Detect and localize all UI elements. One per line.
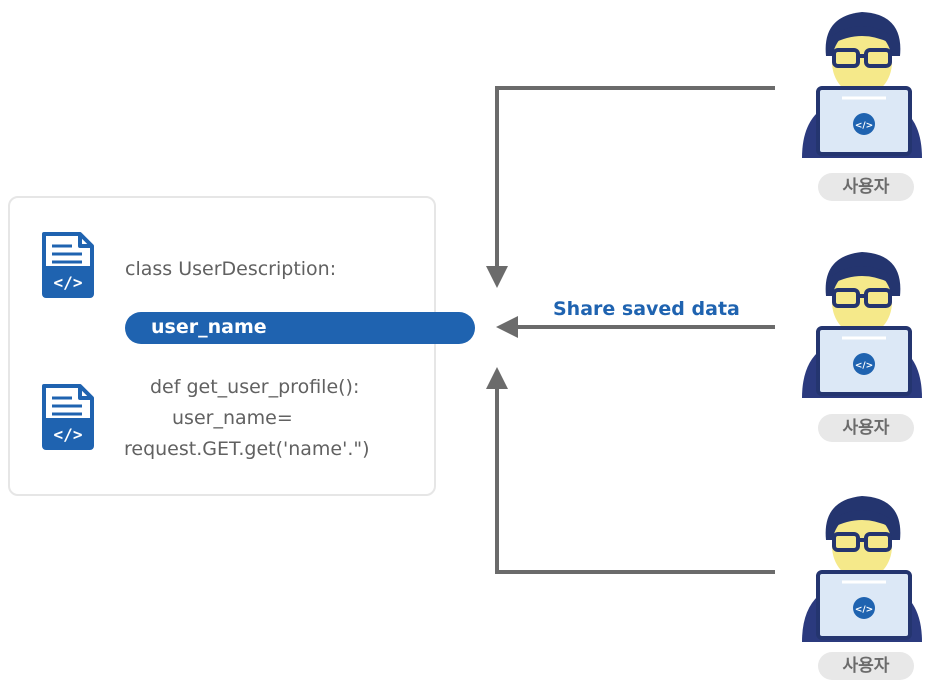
user-badge: 사용자 [818, 173, 914, 201]
svg-text:</>: </> [855, 605, 873, 615]
developer-avatar-icon: </> [802, 496, 922, 642]
left-arrowhead [496, 316, 518, 338]
up-arrowhead [486, 367, 508, 389]
def-line-2: user_name= [172, 407, 293, 429]
down-arrowhead [486, 266, 508, 288]
svg-text:</>: </> [855, 121, 873, 131]
svg-text:</>: </> [54, 273, 83, 292]
top-connector [495, 86, 775, 268]
share-data-label: Share saved data [553, 298, 740, 320]
svg-text:</>: </> [855, 361, 873, 371]
highlight-variable: user_name [125, 312, 475, 344]
bottom-connector [495, 387, 775, 574]
developer-avatar-icon: </> [802, 12, 922, 158]
class-definition-text: class UserDescription: [125, 258, 337, 280]
svg-text:</>: </> [54, 425, 83, 444]
def-line-3: request.GET.get('name'.") [124, 438, 370, 460]
code-file-icon: </> [42, 384, 94, 450]
user-badge: 사용자 [818, 414, 914, 442]
def-line-1: def get_user_profile(): [150, 376, 360, 398]
developer-avatar-icon: </> [802, 252, 922, 398]
user-badge: 사용자 [818, 652, 914, 680]
code-file-icon: </> [42, 232, 94, 298]
highlight-variable-text: user_name [151, 316, 267, 338]
